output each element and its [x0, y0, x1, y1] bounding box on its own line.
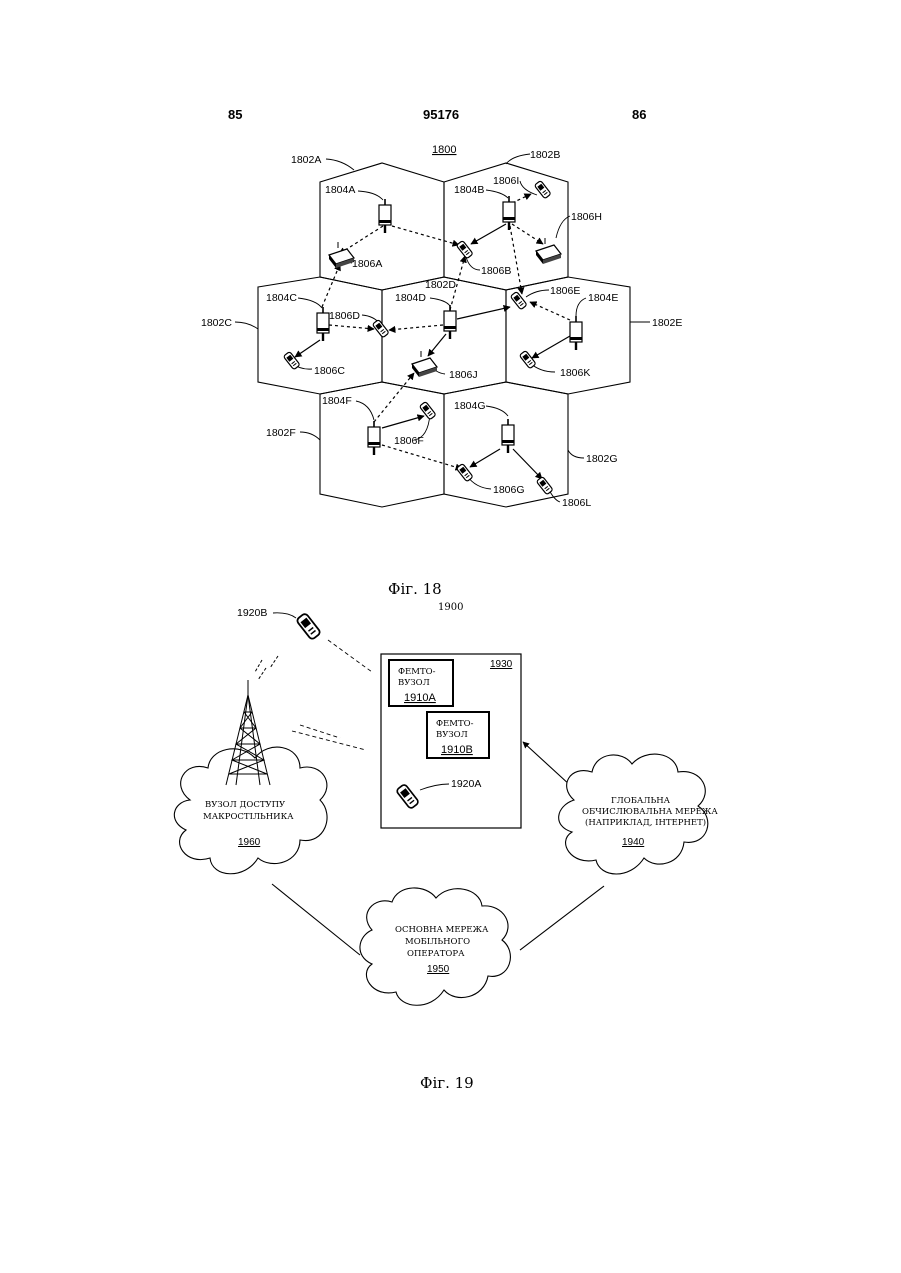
terminal-1806e	[510, 291, 527, 309]
phone-1920b-icon	[296, 613, 321, 640]
fig18-caption: Фіг. 18	[388, 580, 442, 598]
phone-1920b-label: 1920B	[237, 607, 267, 619]
wan-line2: ОБЧИСЛЮВАЛЬНА МЕРЕЖА	[582, 807, 718, 817]
term-label-1806c: 1806C	[314, 365, 345, 377]
macro-node-cloud	[174, 747, 327, 874]
terminal-1806c	[283, 351, 300, 369]
fig18-terminals	[283, 180, 561, 494]
fig18-ref: 1800	[432, 144, 456, 156]
cell-label-1802f: 1802F	[266, 427, 296, 439]
term-label-1806d: 1806D	[329, 310, 360, 322]
bs-label-1804f: 1804F	[322, 395, 352, 407]
terminal-1806j	[412, 351, 437, 377]
femto-a-ref: 1910A	[404, 692, 436, 704]
term-label-1806g: 1806G	[493, 484, 525, 496]
femto-a-line2: ВУЗОЛ	[398, 678, 430, 688]
term-label-1806h: 1806H	[571, 211, 602, 223]
macro-ref: 1960	[238, 837, 261, 848]
bs-label-1804b: 1804B	[454, 184, 484, 196]
term-label-1806e: 1806E	[550, 285, 580, 297]
core-line3: ОПЕРАТОРА	[407, 949, 465, 959]
bs-label-1804c: 1804C	[266, 292, 297, 304]
base-station-1804e	[570, 316, 582, 350]
fig18-links	[295, 194, 570, 479]
bs-label-1804a: 1804A	[325, 184, 355, 196]
macro-line1: ВУЗОЛ ДОСТУПУ	[205, 800, 286, 810]
cell-label-1802c: 1802C	[201, 317, 232, 329]
cell-label-1802b: 1802B	[530, 149, 560, 161]
cell-label-1802e: 1802E	[652, 317, 682, 329]
term-label-1806a: 1806A	[352, 258, 382, 270]
fig19-ref: 1900	[438, 602, 463, 613]
phone-1920a-label: 1920A	[451, 778, 481, 790]
wireless-signal-hints	[292, 640, 372, 750]
cell-label-1802g: 1802G	[586, 453, 618, 465]
wan-line1: ГЛОБАЛЬНА	[611, 796, 671, 806]
macro-line2: МАКРОСТІЛЬНИКА	[203, 812, 294, 822]
wan-ref: 1940	[622, 837, 645, 848]
terminal-1806h	[536, 238, 561, 264]
femto-a-line1: ФЕМТО-	[398, 667, 436, 677]
core-ref: 1950	[427, 964, 450, 975]
bs-label-1804g: 1804G	[454, 400, 486, 412]
terminal-1806d	[372, 319, 389, 337]
cell-label-1802a: 1802A	[291, 154, 321, 166]
term-label-1806j: 1806J	[449, 369, 478, 381]
term-label-1806i: 1806I	[493, 175, 519, 187]
femto-b-line2: ВУЗОЛ	[436, 730, 468, 740]
terminal-1806k	[519, 350, 536, 368]
term-label-1806b: 1806B	[481, 265, 511, 277]
cell-label-1802d: 1802D	[425, 279, 456, 291]
bs-label-1804d: 1804D	[395, 292, 426, 304]
term-label-1806k: 1806K	[560, 367, 590, 379]
terminal-1806i	[534, 180, 551, 198]
femto-b-line1: ФЕМТО-	[436, 719, 474, 729]
base-station-1804f	[368, 421, 380, 455]
base-station-1804c	[317, 307, 329, 341]
terminal-1806l	[536, 476, 553, 494]
femto-b-ref: 1910B	[441, 744, 473, 756]
wan-line3: (НАПРИКЛАД, ІНТЕРНЕТ)	[585, 817, 706, 828]
term-label-1806l: 1806L	[562, 497, 591, 509]
base-station-1804g	[502, 419, 514, 453]
terminal-1806b	[456, 240, 473, 258]
term-label-1806f: 1806F	[394, 435, 424, 447]
core-line2: МОБІЛЬНОГО	[405, 937, 470, 947]
fig19-caption: Фіг. 19	[420, 1074, 474, 1092]
building-ref: 1930	[490, 659, 513, 670]
fig18-leader-lines	[235, 154, 650, 502]
core-line1: ОСНОВНА МЕРЕЖА	[395, 925, 489, 935]
bs-label-1804e: 1804E	[588, 292, 618, 304]
terminal-1806a	[329, 242, 354, 268]
fig18-base-stations	[317, 196, 582, 455]
